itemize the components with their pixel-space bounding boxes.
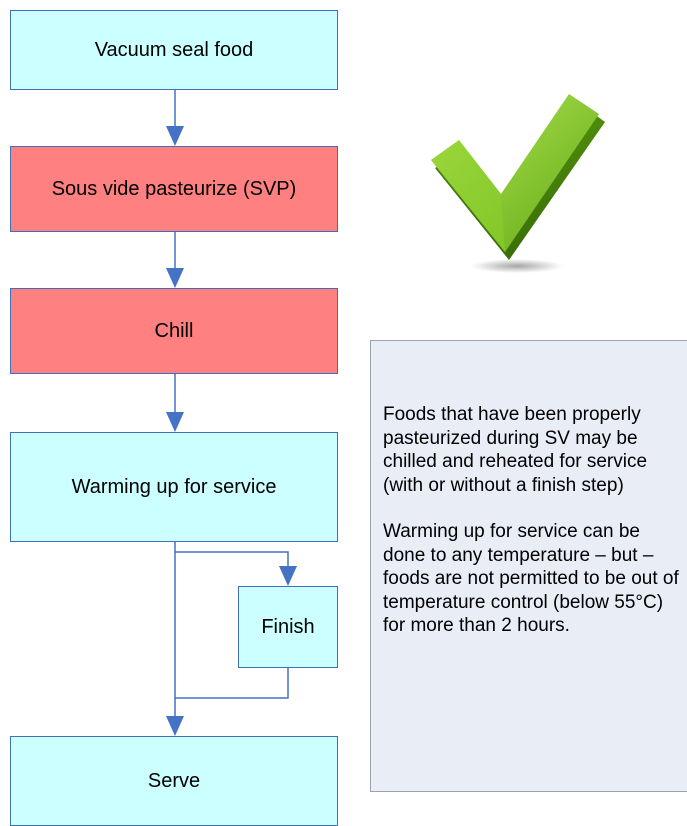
step-label: Chill (154, 319, 194, 342)
checkmark-icon (431, 94, 605, 273)
arrow-head (166, 412, 184, 432)
arrow-head (166, 716, 184, 736)
step-finish: Finish (238, 586, 338, 668)
step-warming-up: Warming up for service (10, 432, 338, 542)
note-paragraph: Warming up for service can be done to an… (383, 521, 679, 636)
arrow-head (166, 268, 184, 288)
step-label: Finish (261, 615, 315, 638)
step-label: Warming up for service (71, 475, 277, 498)
step-sous-vide-pasteurize: Sous vide pasteurize (SVP) (10, 146, 338, 232)
note-paragraph: Foods that have been properly pasteurize… (383, 404, 648, 496)
step-vacuum-seal: Vacuum seal food (10, 10, 338, 90)
step-label: Sous vide pasteurize (SVP) (51, 177, 297, 200)
step-serve: Serve (10, 736, 338, 826)
arrow-head (279, 566, 297, 586)
step-label: Vacuum seal food (94, 38, 254, 61)
step-chill: Chill (10, 288, 338, 374)
step-label: Serve (147, 769, 201, 792)
info-note: Foods that have been properly pasteurize… (370, 340, 687, 792)
arrow-head (166, 126, 184, 146)
